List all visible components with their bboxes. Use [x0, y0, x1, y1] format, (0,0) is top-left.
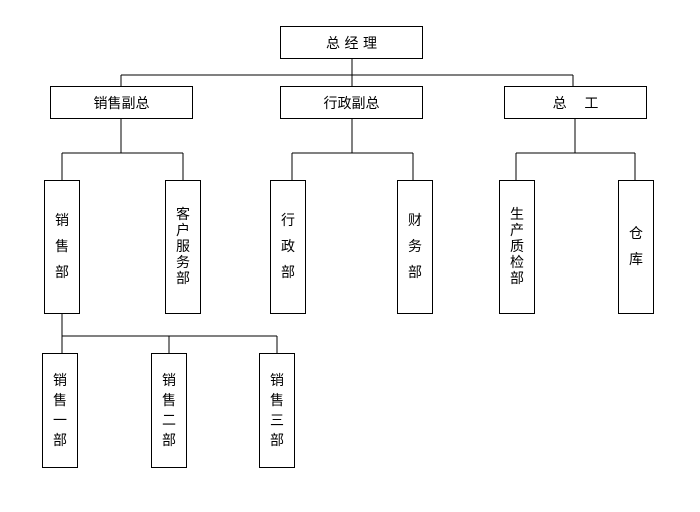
node-vp-admin: 行政副总 — [280, 86, 423, 119]
node-production-qc-label: 生产质检部 — [510, 207, 524, 287]
node-vp-sales-label: 销售副总 — [93, 95, 150, 112]
node-sales-dept-label: 销售部 — [55, 213, 69, 281]
node-vp-admin-label: 行政副总 — [323, 95, 380, 112]
node-warehouse-label: 仓库 — [629, 226, 643, 268]
node-sales-3: 销售三部 — [259, 353, 295, 468]
node-sales-2: 销售二部 — [151, 353, 187, 468]
node-chief-engineer: 总 工 — [504, 86, 647, 119]
node-ceo-label: 总 经 理 — [326, 35, 377, 52]
node-customer-service: 客户服务部 — [165, 180, 201, 314]
node-ceo: 总 经 理 — [280, 26, 423, 59]
node-sales-2-label: 销售二部 — [162, 372, 176, 449]
node-sales-1: 销售一部 — [42, 353, 78, 468]
node-finance-dept-label: 财务部 — [408, 213, 422, 281]
node-customer-service-label: 客户服务部 — [176, 207, 190, 287]
node-sales-3-label: 销售三部 — [270, 372, 284, 449]
node-sales-1-label: 销售一部 — [53, 372, 67, 449]
node-sales-dept: 销售部 — [44, 180, 80, 314]
node-admin-dept-label: 行政部 — [281, 213, 295, 281]
node-vp-sales: 销售副总 — [50, 86, 193, 119]
node-warehouse: 仓库 — [618, 180, 654, 314]
node-admin-dept: 行政部 — [270, 180, 306, 314]
node-finance-dept: 财务部 — [397, 180, 433, 314]
node-chief-engineer-label: 总 工 — [552, 95, 599, 112]
node-production-qc: 生产质检部 — [499, 180, 535, 314]
